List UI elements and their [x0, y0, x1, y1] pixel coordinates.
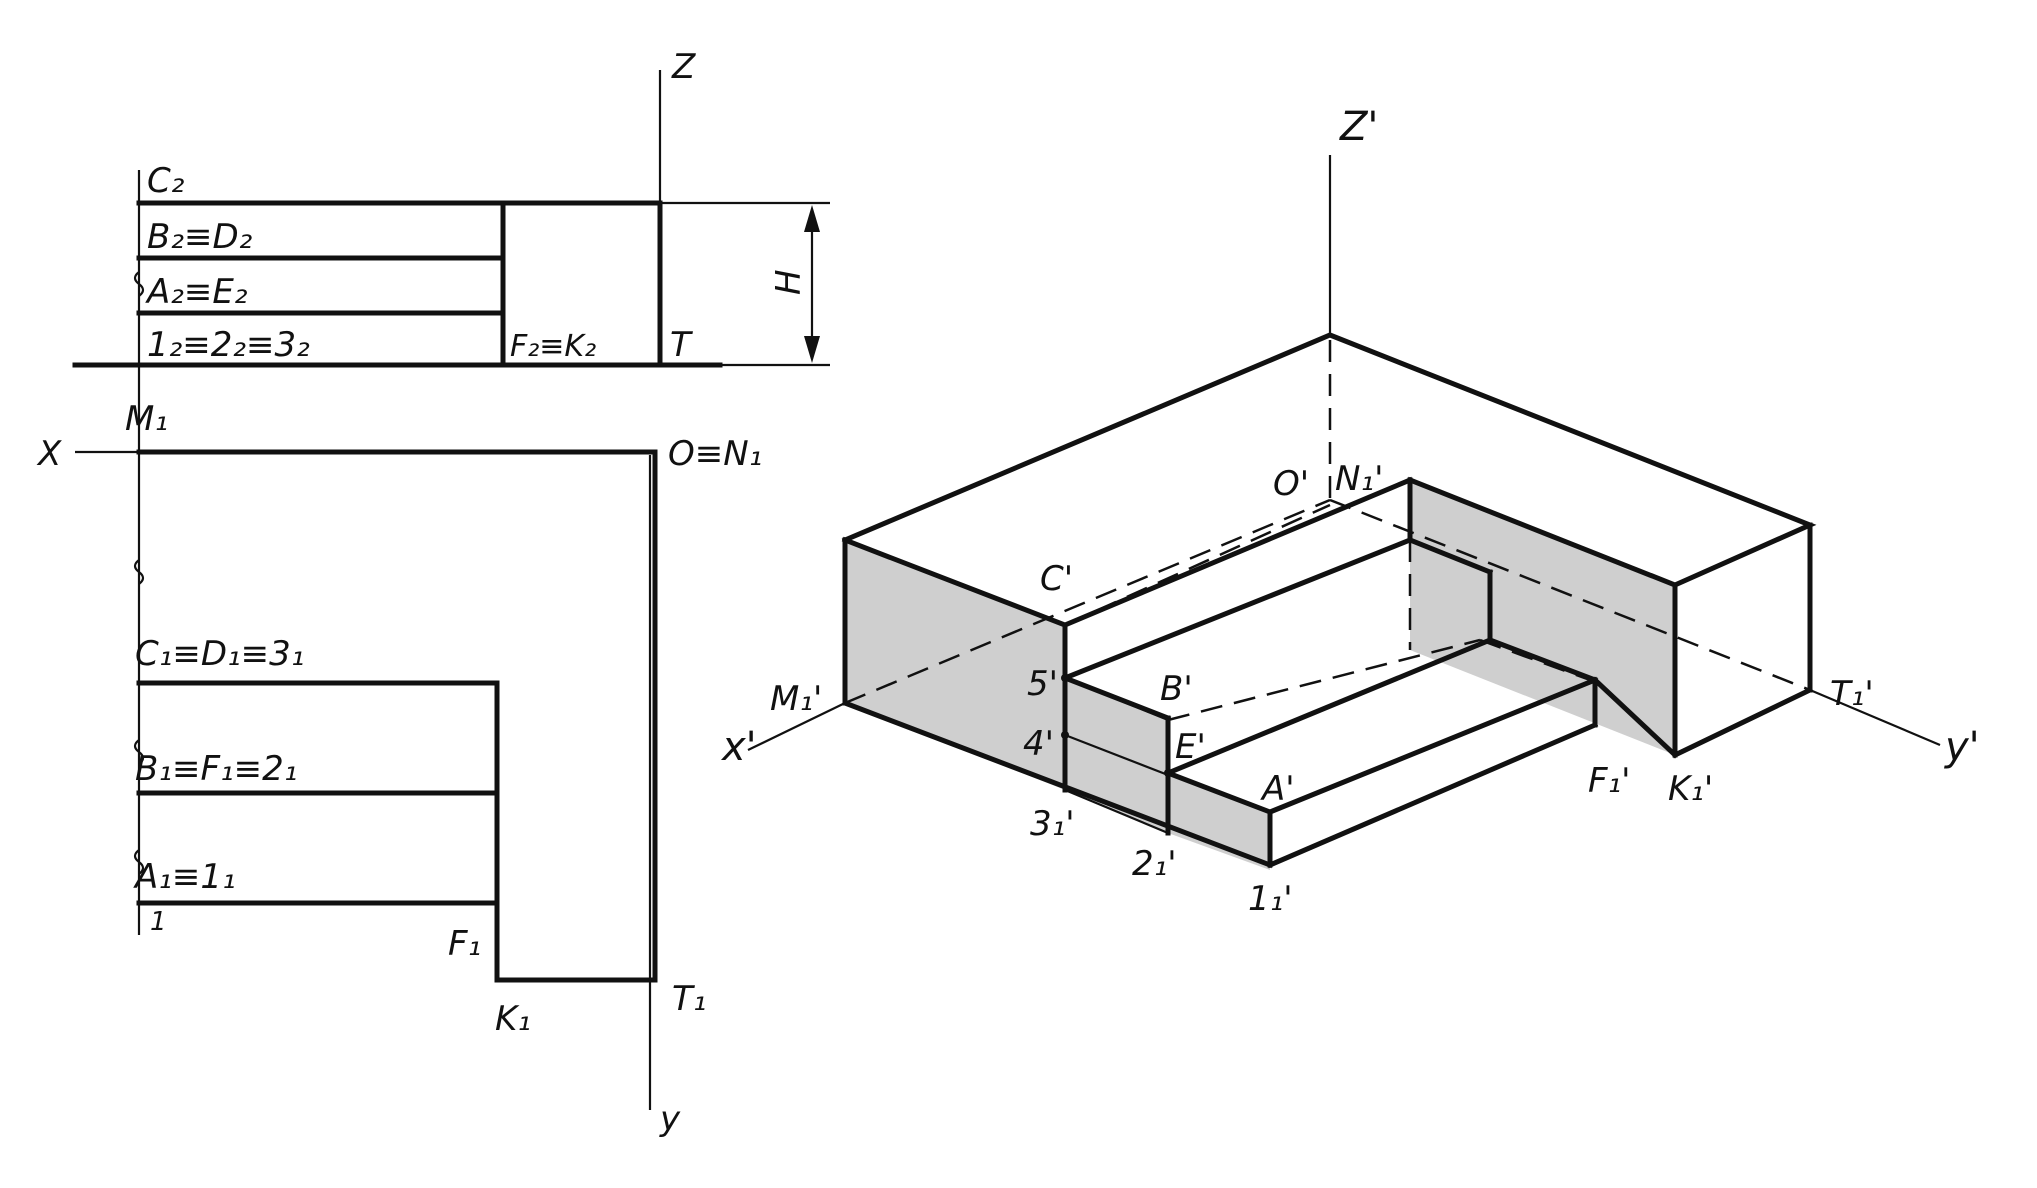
iso-label-f1: F₁'	[1588, 761, 1631, 801]
iso-label-t1: T₁'	[1830, 674, 1874, 714]
iso-left-top-edge	[841, 536, 1069, 629]
iso-right-bottom-edge	[1671, 686, 1814, 759]
label-123-2: 1₂≡2₂≡3₂	[147, 325, 310, 365]
iso-point-5	[1061, 674, 1069, 682]
iso-label-e: E'	[1175, 727, 1206, 767]
label-a1-11: A₁≡1₁	[133, 857, 236, 897]
iso-label-m1: M₁'	[770, 679, 822, 719]
iso-label-3: 3₁'	[1030, 804, 1075, 844]
top-view: X y M₁ O≡N₁ C₁≡D₁≡3₁ B₁≡F₁≡2₁ A₁≡1₁ 1 F₁…	[36, 395, 762, 1139]
label-c2: C₂	[147, 161, 185, 201]
iso-label-2: 2₁'	[1132, 844, 1177, 884]
iso-label-a: A'	[1260, 769, 1295, 809]
label-m1: M₁	[125, 399, 168, 439]
iso-label-k1: K₁'	[1668, 769, 1713, 809]
top-axis-x-label: X	[36, 434, 62, 474]
iso-step3-bottom	[1266, 721, 1599, 869]
iso-shade-riser-mid	[1065, 740, 1168, 833]
iso-step1-right	[1406, 536, 1494, 576]
iso-hidden-e	[1167, 638, 1481, 722]
iso-step2-back	[1164, 636, 1494, 777]
front-break-mark	[133, 271, 145, 297]
label-f2-k2: F₂≡K₂	[510, 329, 596, 364]
top-outline	[136, 449, 658, 983]
iso-label-b: B'	[1160, 669, 1193, 709]
iso-step3-top	[1266, 676, 1599, 816]
iso-construct-5	[1064, 676, 1169, 722]
iso-label-4: 4'	[1023, 724, 1054, 764]
iso-hidden-f	[1479, 638, 1591, 682]
top-break-2	[133, 739, 145, 765]
dimension-h-label: H	[769, 269, 809, 295]
dim-arrow-top	[804, 205, 820, 232]
iso-axis-z-label: Z'	[1339, 104, 1378, 150]
iso-shade-riser-lower	[1168, 775, 1270, 870]
label-b2-d2: B₂≡D₂	[147, 217, 253, 257]
top-break-3	[133, 849, 145, 875]
iso-k-edge	[1591, 676, 1679, 759]
iso-top-outline	[841, 332, 1817, 589]
iso-step2-front	[1164, 769, 1274, 816]
dim-arrow-bottom	[804, 336, 820, 363]
iso-label-5: 5'	[1027, 664, 1058, 704]
iso-construct-3	[1064, 788, 1169, 835]
iso-step1-back	[1061, 536, 1414, 682]
iso-shade-left-wall	[845, 540, 1065, 790]
iso-hidden-x	[844, 498, 1331, 705]
iso-label-o: O'	[1273, 464, 1309, 504]
iso-construct-4	[1064, 733, 1169, 777]
front-view: Z H C₂ B₂≡D₂ A₂≡E₂ 1₂≡2₂≡3₂ F₂≡K₂ T	[72, 47, 830, 395]
iso-shade-back-wall	[1410, 480, 1675, 755]
iso-y-axis-ext	[1809, 688, 1941, 747]
iso-point-4	[1061, 731, 1069, 739]
label-k1: K₁	[495, 999, 531, 1039]
iso-step-top-back	[1061, 476, 1414, 629]
isometric-view: Z' x' y' M₁' O' N₁' C' B' E' A' F₁' K₁' …	[720, 104, 1980, 919]
iso-axis-y-label: y'	[1944, 724, 1980, 770]
label-one: 1	[150, 907, 167, 937]
label-t1: T₁	[672, 979, 706, 1019]
iso-back-top-edge	[1406, 476, 1679, 589]
iso-step2-right	[1486, 636, 1599, 684]
iso-point-e	[1164, 769, 1172, 777]
iso-label-n1: N₁'	[1335, 459, 1383, 499]
label-a2-e2: A₂≡E₂	[145, 272, 248, 312]
iso-x-axis-ext	[747, 702, 846, 751]
iso-label-1: 1₁'	[1248, 879, 1293, 919]
front-axis-z-label: Z	[671, 47, 696, 87]
label-f1: F₁	[448, 924, 481, 964]
label-c1-d1-31: C₁≡D₁≡3₁	[135, 634, 304, 674]
label-b1-f1-21: B₁≡F₁≡2₁	[135, 749, 297, 789]
top-axis-y-label: y	[659, 1099, 681, 1139]
label-t: T	[670, 325, 693, 365]
label-o-n1: O≡N₁	[668, 434, 762, 474]
iso-bottom-front-edge	[841, 699, 1274, 869]
iso-axis-x-label: x'	[720, 724, 757, 770]
top-break-1	[133, 559, 145, 585]
iso-label-c: C'	[1040, 559, 1073, 599]
